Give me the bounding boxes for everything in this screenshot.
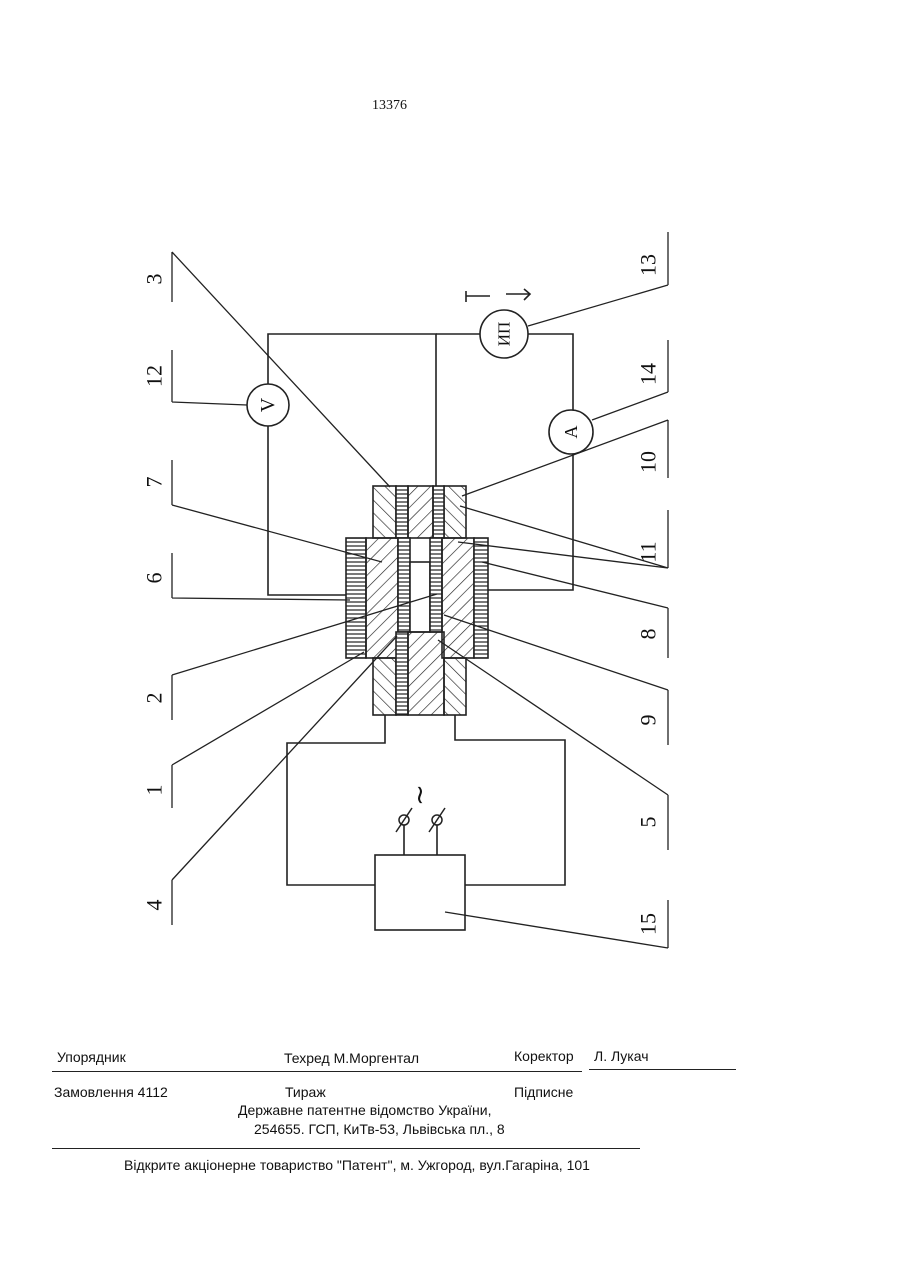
- imprint-printer: Відкрите акціонерне товариство "Патент",…: [124, 1157, 590, 1173]
- label-10: 10: [636, 451, 661, 473]
- label-2: 2: [142, 693, 167, 704]
- voltmeter-symbol: V: [257, 397, 279, 412]
- imprint-compiler: Упорядник: [57, 1049, 126, 1065]
- label-11: 11: [636, 541, 661, 562]
- power-wire: [287, 715, 385, 885]
- imprint-address: 254655. ГСП, КиТв-53, Львівська пл., 8: [254, 1121, 505, 1137]
- label-9: 9: [636, 715, 661, 726]
- label-14: 14: [636, 363, 661, 385]
- imprint-rule-corrector: [589, 1069, 736, 1070]
- label-6: 6: [142, 573, 167, 584]
- power-supply-block: [375, 855, 465, 930]
- label-3: 3: [142, 274, 167, 285]
- imprint-corrector: Коректор: [514, 1048, 574, 1064]
- label-7: 7: [142, 477, 167, 488]
- supply-terminals: [404, 820, 437, 855]
- imprint-corrector-name: Л. Лукач: [594, 1048, 649, 1064]
- label-4: 4: [142, 900, 167, 911]
- imprint-subscription: Підписне: [514, 1084, 573, 1100]
- motion-arrows: [466, 289, 530, 302]
- label-15: 15: [636, 913, 661, 935]
- label-1: 1: [142, 785, 167, 796]
- imprint-rule-top: [52, 1071, 582, 1072]
- imprint-techred: Техред М.Моргентал: [284, 1050, 419, 1066]
- label-13: 13: [636, 254, 661, 276]
- label-12: 12: [142, 365, 167, 387]
- ac-symbol: ~: [405, 784, 435, 806]
- imprint-order: Замовлення 4112: [54, 1084, 168, 1100]
- label-8: 8: [636, 629, 661, 640]
- label-5: 5: [636, 817, 661, 828]
- imprint-circulation: Тираж: [285, 1084, 326, 1100]
- imprint-rule-bottom: [52, 1148, 640, 1149]
- ammeter-symbol: A: [561, 426, 581, 439]
- imprint-office: Державне патентне відомство України,: [238, 1102, 492, 1118]
- meter-wire-right: [480, 334, 573, 590]
- ip-meter-symbol: ИП: [495, 322, 514, 347]
- power-wire-right: [455, 715, 565, 885]
